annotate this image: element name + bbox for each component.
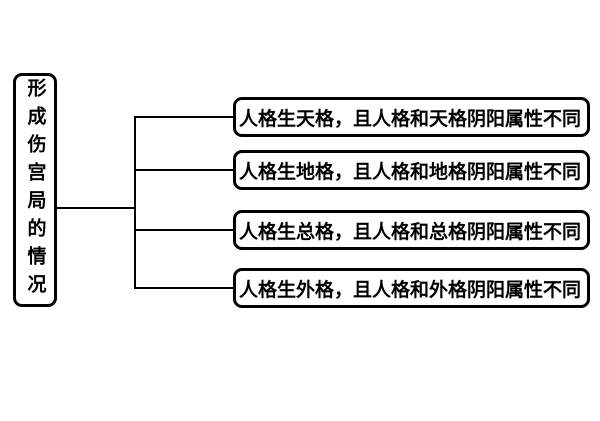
branch-node-2: 人格生地格，且人格和地格阴阳属性不同	[233, 150, 590, 190]
branch-node-4-label: 人格生外格，且人格和外格阴阳属性不同	[239, 279, 582, 301]
connector-branch-3	[135, 229, 233, 231]
connector-root-line	[57, 207, 135, 209]
connector-trunk-line	[134, 116, 136, 289]
connector-branch-4	[135, 287, 233, 289]
connector-branch-2	[135, 169, 233, 171]
connector-branch-1	[135, 116, 233, 118]
branch-node-3-label: 人格生总格，且人格和总格阴阳属性不同	[239, 221, 582, 243]
branch-node-2-label: 人格生地格，且人格和地格阴阳属性不同	[239, 161, 582, 183]
branch-node-3: 人格生总格，且人格和总格阴阳属性不同	[233, 210, 590, 250]
branch-node-1-label: 人格生天格，且人格和天格阴阳属性不同	[239, 108, 582, 130]
branch-node-4: 人格生外格，且人格和外格阴阳属性不同	[233, 268, 590, 308]
root-node: 形成伤宫局的情况	[13, 73, 57, 307]
root-node-label: 形成伤宫局的情况	[24, 78, 46, 302]
branch-node-1: 人格生天格，且人格和天格阴阳属性不同	[233, 97, 590, 137]
